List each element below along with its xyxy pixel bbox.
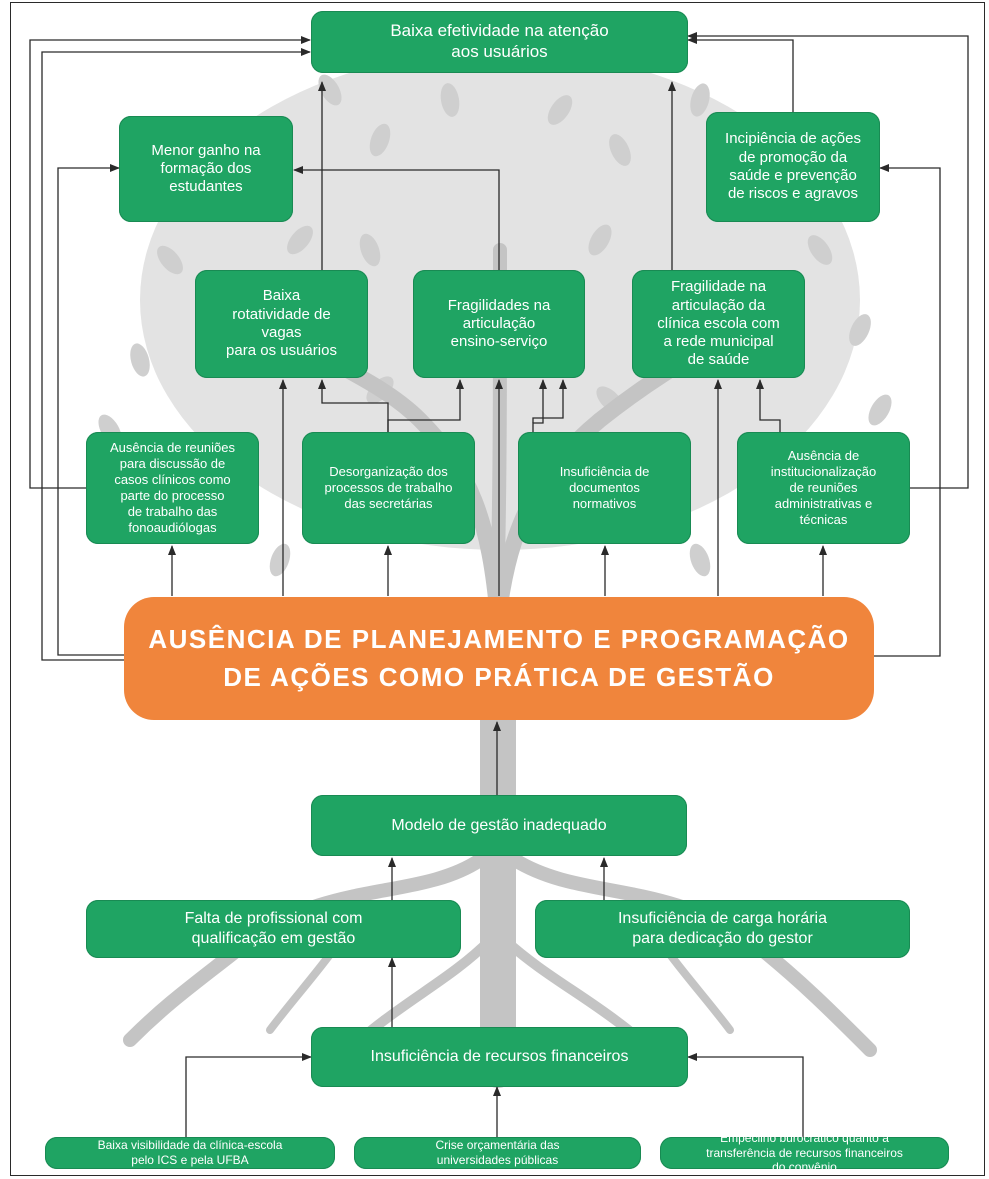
arrow-incipiencia-top [687,36,794,112]
box-incipiencia: Incipiência de ações de promoção da saúd… [706,112,880,222]
box-insuficiencia-carga: Insuficiência de carga horária para dedi… [535,900,910,958]
arrow-left-to-menorganho [57,164,124,656]
box-ausencia-institucionalizacao: Ausência de institucionalização de reuni… [737,432,910,544]
arrow-right-loop-outer [687,32,969,489]
arrow-institucionalizacao-rede [756,379,781,432]
box-ausencia-reunioes: Ausência de reuniões para discussão de c… [86,432,259,544]
box-core-problem: AUSÊNCIA DE PLANEJAMENTO E PROGRAMAÇÃO D… [124,597,874,720]
arrow-ensino-menorganho [293,166,500,270]
box-empecilho-burocratico: Empecilho burocrático quanto à transferê… [660,1131,949,1174]
box-modelo-gestao: Modelo de gestão inadequado [311,795,687,856]
arrow-left-loop-inner [41,48,311,661]
arrow-visibilidade-recursos [185,1053,312,1137]
diagram-frame [10,2,985,1176]
box-menor-ganho: Menor ganho na formação dos estudantes [119,116,293,222]
box-insuficiencia-recursos: Insuficiência de recursos financeiros [311,1027,688,1087]
arrow-desorganizacao-rotatividade [318,379,389,432]
box-baixa-rotatividade: Baixa rotatividade de vagas para os usuá… [195,270,368,378]
arrow-documentos-ensino [532,379,547,432]
arrow-empecilho-recursos [687,1053,804,1137]
box-fragilidade-rede: Fragilidade na articulação da clínica es… [632,270,805,378]
arrow-right-loop-inner [874,164,941,657]
arrow-documentos-rede [532,379,567,423]
box-baixa-efetividade: Baixa efetividade na atenção aos usuário… [311,11,688,73]
box-desorganizacao: Desorganização dos processos de trabalho… [302,432,475,544]
box-baixa-visibilidade: Baixa visibilidade da clínica-escola pel… [45,1137,335,1169]
box-fragilidades-ensino: Fragilidades na articulação ensino-servi… [413,270,585,378]
box-crise-orcamentaria: Crise orçamentária das universidades púb… [354,1137,641,1169]
box-insuficiencia-documentos: Insuficiência de documentos normativos [518,432,691,544]
arrow-desorganizacao-ensino [387,379,464,432]
box-falta-profissional: Falta de profissional com qualificação e… [86,900,461,958]
arrow-left-loop-outer [29,36,311,489]
